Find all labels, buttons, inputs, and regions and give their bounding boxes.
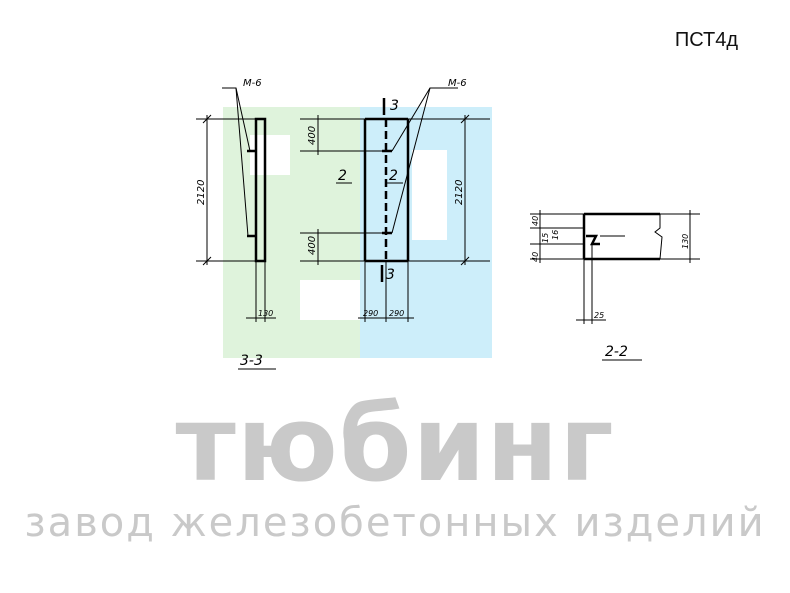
- dimension-tick: [460, 114, 470, 124]
- watermark-cutout: [412, 150, 447, 240]
- embedded-part-label: М-6: [243, 78, 262, 89]
- dimension-spacing-top: 400: [307, 126, 318, 145]
- section-2-2-label: 2-2: [605, 344, 628, 360]
- section-mark-bottom: 3: [386, 267, 395, 283]
- dimension-tick: [202, 114, 212, 124]
- dimension-section-mid: 15: [541, 233, 550, 243]
- watermark-cutout: [300, 280, 360, 320]
- section-mark-left: 2: [338, 168, 347, 184]
- dimension-section-stem: 25: [594, 311, 604, 320]
- dimension-section-top: 40: [531, 216, 540, 226]
- leader-line: [235, 87, 249, 237]
- watermark-brand: тюбинг: [175, 383, 615, 505]
- section-2-2-view: 40 15 16 40 130 25 2-2: [530, 210, 700, 361]
- slab-outline: [254, 117, 267, 263]
- section-mark-right: 2: [389, 168, 398, 184]
- leader-line: [391, 87, 431, 234]
- dimension-width-right: 290: [389, 309, 404, 318]
- dimension-height-right: 2120: [454, 180, 465, 205]
- watermark-logo: [223, 107, 492, 358]
- dimension-height-left: 2120: [196, 180, 207, 205]
- embedded-part-label: М-6: [448, 78, 467, 89]
- dimension-thickness: 130: [258, 309, 273, 318]
- embedded-part-mark: [586, 234, 600, 246]
- dimension-section-bottom: 40: [531, 252, 540, 262]
- product-code: ПСТ4д: [674, 29, 738, 51]
- dimension-tick: [202, 256, 212, 266]
- section-3-3-label: 3-3: [240, 353, 263, 369]
- watermark-tagline: завод железобетонных изделий: [24, 500, 766, 546]
- section-mark-top: 3: [390, 98, 399, 114]
- front-view: М-6 3 3 2 2 400 400: [300, 78, 490, 322]
- dimension-section-height: 130: [681, 234, 690, 249]
- section-3-3-view: М-6 2120 130 3-3: [196, 78, 276, 370]
- dimension-width-left: 290: [363, 309, 378, 318]
- dimension-spacing-bottom: 400: [307, 236, 318, 255]
- dimension-tick: [460, 256, 470, 266]
- dimension-section-mid2: 16: [551, 230, 560, 240]
- break-line: [654, 214, 663, 260]
